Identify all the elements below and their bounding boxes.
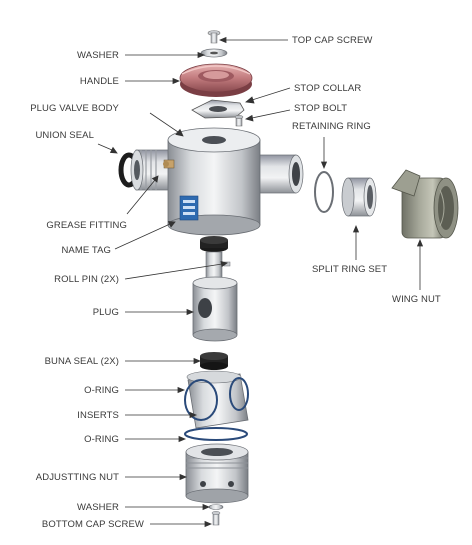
label-adjusting-nut: ADJUSTTING NUT xyxy=(35,472,119,483)
label-union-seal: UNION SEAL xyxy=(35,130,94,141)
label-grease-fitting: GREASE FITTING xyxy=(46,220,127,231)
label-buna-seal: BUNA SEAL (2X) xyxy=(44,356,119,367)
buna-seal-lower xyxy=(200,352,228,370)
stop-collar xyxy=(191,99,245,119)
o-ring-upper xyxy=(184,377,249,421)
label-name-tag: NAME TAG xyxy=(61,245,111,256)
plug xyxy=(192,276,238,342)
label-wing-nut: WING NUT xyxy=(392,294,441,305)
retaining-ring xyxy=(314,171,334,213)
label-handle: HANDLE xyxy=(79,76,119,87)
buna-seal-upper xyxy=(200,236,228,252)
washer-bottom xyxy=(208,504,224,510)
plug-valve-body xyxy=(130,127,304,236)
top-cap-screw xyxy=(207,30,221,44)
plug-stem xyxy=(205,251,231,283)
label-stop-bolt: STOP BOLT xyxy=(294,103,348,114)
label-o-ring-lower: O-RING xyxy=(84,434,119,445)
label-plug-valve-body: PLUG VALVE BODY xyxy=(30,103,119,114)
stop-bolt xyxy=(234,115,244,127)
o-ring-lower xyxy=(184,427,248,441)
label-top-cap-screw: TOP CAP SCREW xyxy=(292,35,373,46)
label-plug: PLUG xyxy=(92,307,119,318)
label-washer-bottom: WASHER xyxy=(77,502,119,513)
label-inserts: INSERTS xyxy=(77,410,119,421)
leader-lines xyxy=(97,36,424,528)
wing-nut xyxy=(391,169,459,239)
label-washer-top: WASHER xyxy=(77,50,119,61)
label-retaining-ring: RETAINING RING xyxy=(292,121,371,132)
label-bottom-cap-screw: BOTTOM CAP SCREW xyxy=(41,519,144,530)
label-stop-collar: STOP COLLAR xyxy=(294,83,362,94)
label-split-ring-set: SPLIT RING SET xyxy=(312,264,388,275)
label-o-ring-upper: O-RING xyxy=(84,385,119,396)
bottom-cap-screw xyxy=(211,511,221,526)
handle xyxy=(179,63,253,97)
adjusting-nut xyxy=(185,443,249,504)
washer-top xyxy=(200,48,228,58)
split-ring-set xyxy=(341,177,377,217)
label-roll-pin: ROLL PIN (2X) xyxy=(54,274,119,285)
